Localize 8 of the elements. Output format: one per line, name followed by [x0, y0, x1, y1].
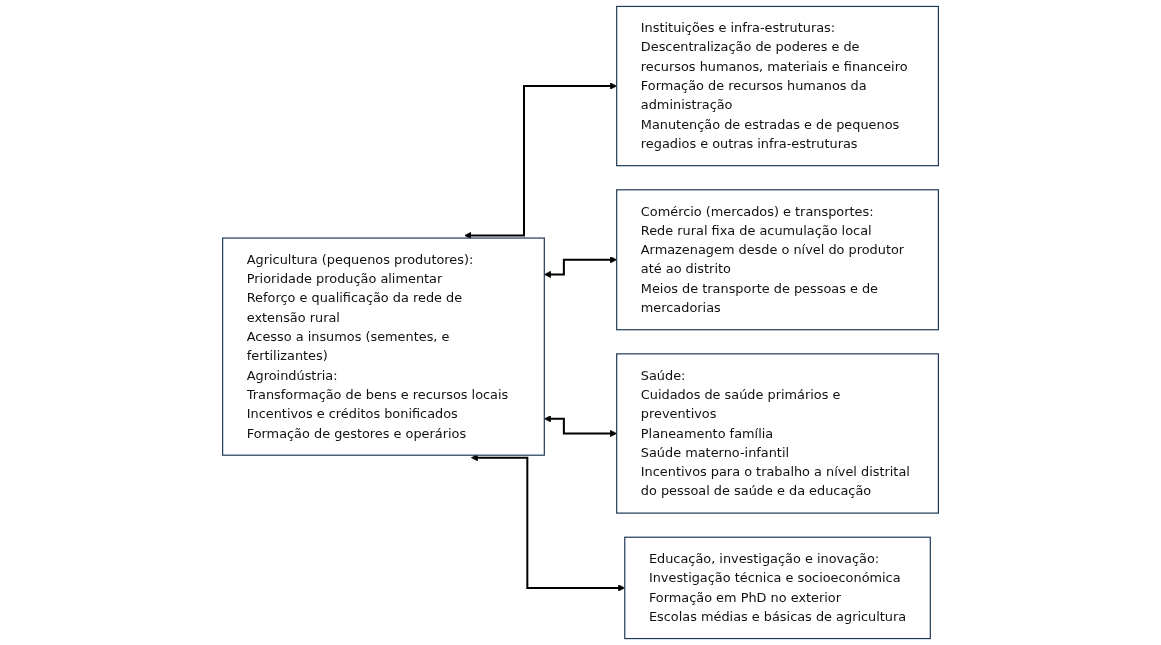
node-box: Educação, investigação e inovação: Investigação técnica e socioeconómica Formação em PhD no exterior Escolas médias e básicas de agricultura — [624, 536, 931, 640]
node-box: Agricultura (pequenos produtores): Prioridade produção alimentar Reforço e qualificação da rede de extensão rural Acesso a insumos (sementes, e fertilizantes) Agroindústria: Transformação de bens e recursos locais Incentivos e créditos bonificados Formação de gestores e operários — [222, 237, 545, 456]
arrow — [464, 82, 617, 240]
node-box: Instituições e infra-estruturas: Descentralização de poderes e de recursos humanos, materiais e financeiro Formação de recursos humanos da administração Manutenção de estradas e de pequenos regadios e outras infra-estruturas — [616, 5, 939, 167]
arrow — [544, 256, 617, 278]
node-box: Comércio (mercados) e transportes: Rede rural fixa de acumulação local Armazenagem desde o nível do produtor até ao distrito Meios de transporte de pessoas e de mercadorias — [616, 189, 939, 331]
node-box: Saúde: Cuidados de saúde primários e preventivos Planeamento família Saúde materno-infantil Incentivos para o trabalho a nível distrital do pessoal de saúde e da educação — [616, 353, 939, 514]
arrow — [544, 415, 617, 437]
